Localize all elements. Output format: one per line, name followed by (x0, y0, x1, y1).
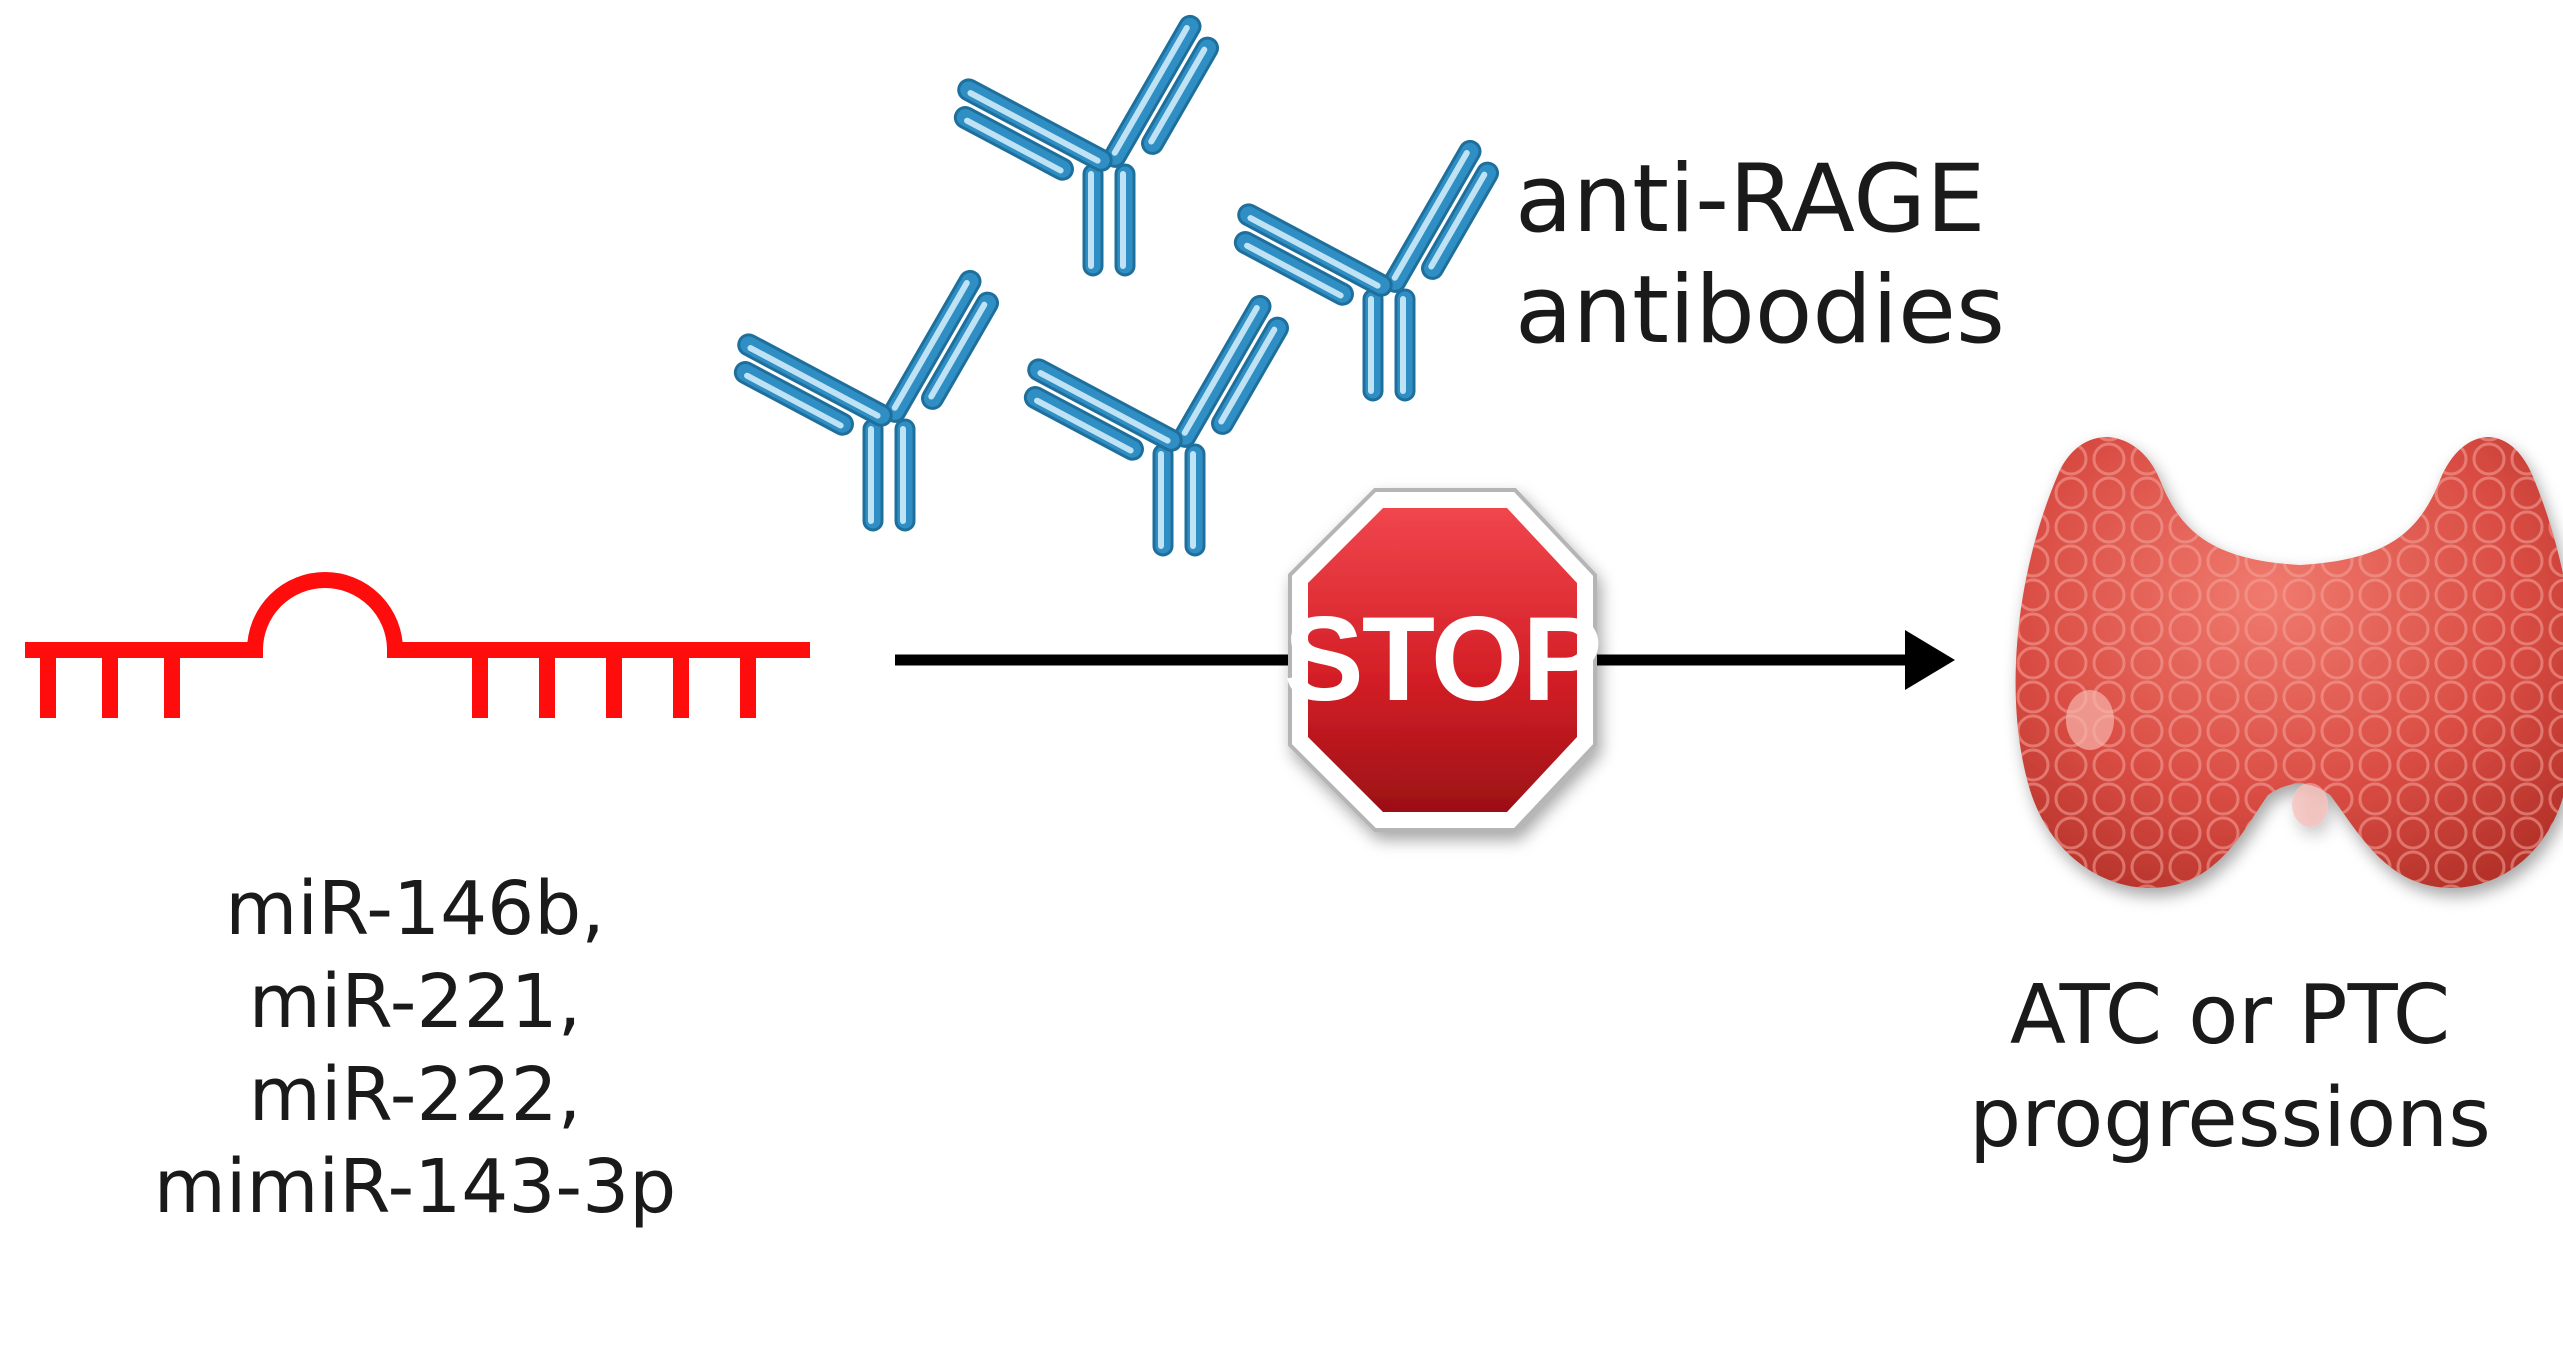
microrna-label-line: miR-221, (248, 958, 582, 1045)
thyroid-icon (2015, 437, 2563, 888)
outcome-label-line: ATC or PTC (2009, 968, 2451, 1063)
antibody-label-line: antibodies (1515, 255, 2005, 365)
stop-sign-text: STOP (1284, 592, 1601, 726)
outcome-label: ATC or PTC progressions (1910, 965, 2550, 1170)
stop-sign-icon: STOP (1284, 488, 1602, 832)
antibody-icon (721, 266, 1008, 532)
antibody-group (721, 11, 1508, 557)
microrna-icon (25, 572, 810, 718)
antibody-icon (941, 11, 1228, 277)
microrna-label-line: mimiR-143-3p (153, 1144, 677, 1231)
microrna-label-line: miR-222, (248, 1051, 582, 1138)
outcome-label-line: progressions (1969, 1070, 2491, 1166)
antibody-label: anti-RAGE antibodies (1515, 145, 2135, 367)
microrna-label: miR-146b,miR-221,miR-222,mimiR-143-3p (0, 865, 830, 1236)
antibody-icon (1011, 291, 1298, 557)
microrna-label-line: miR-146b, (225, 866, 605, 952)
antibody-label-line: anti-RAGE (1515, 145, 1986, 254)
